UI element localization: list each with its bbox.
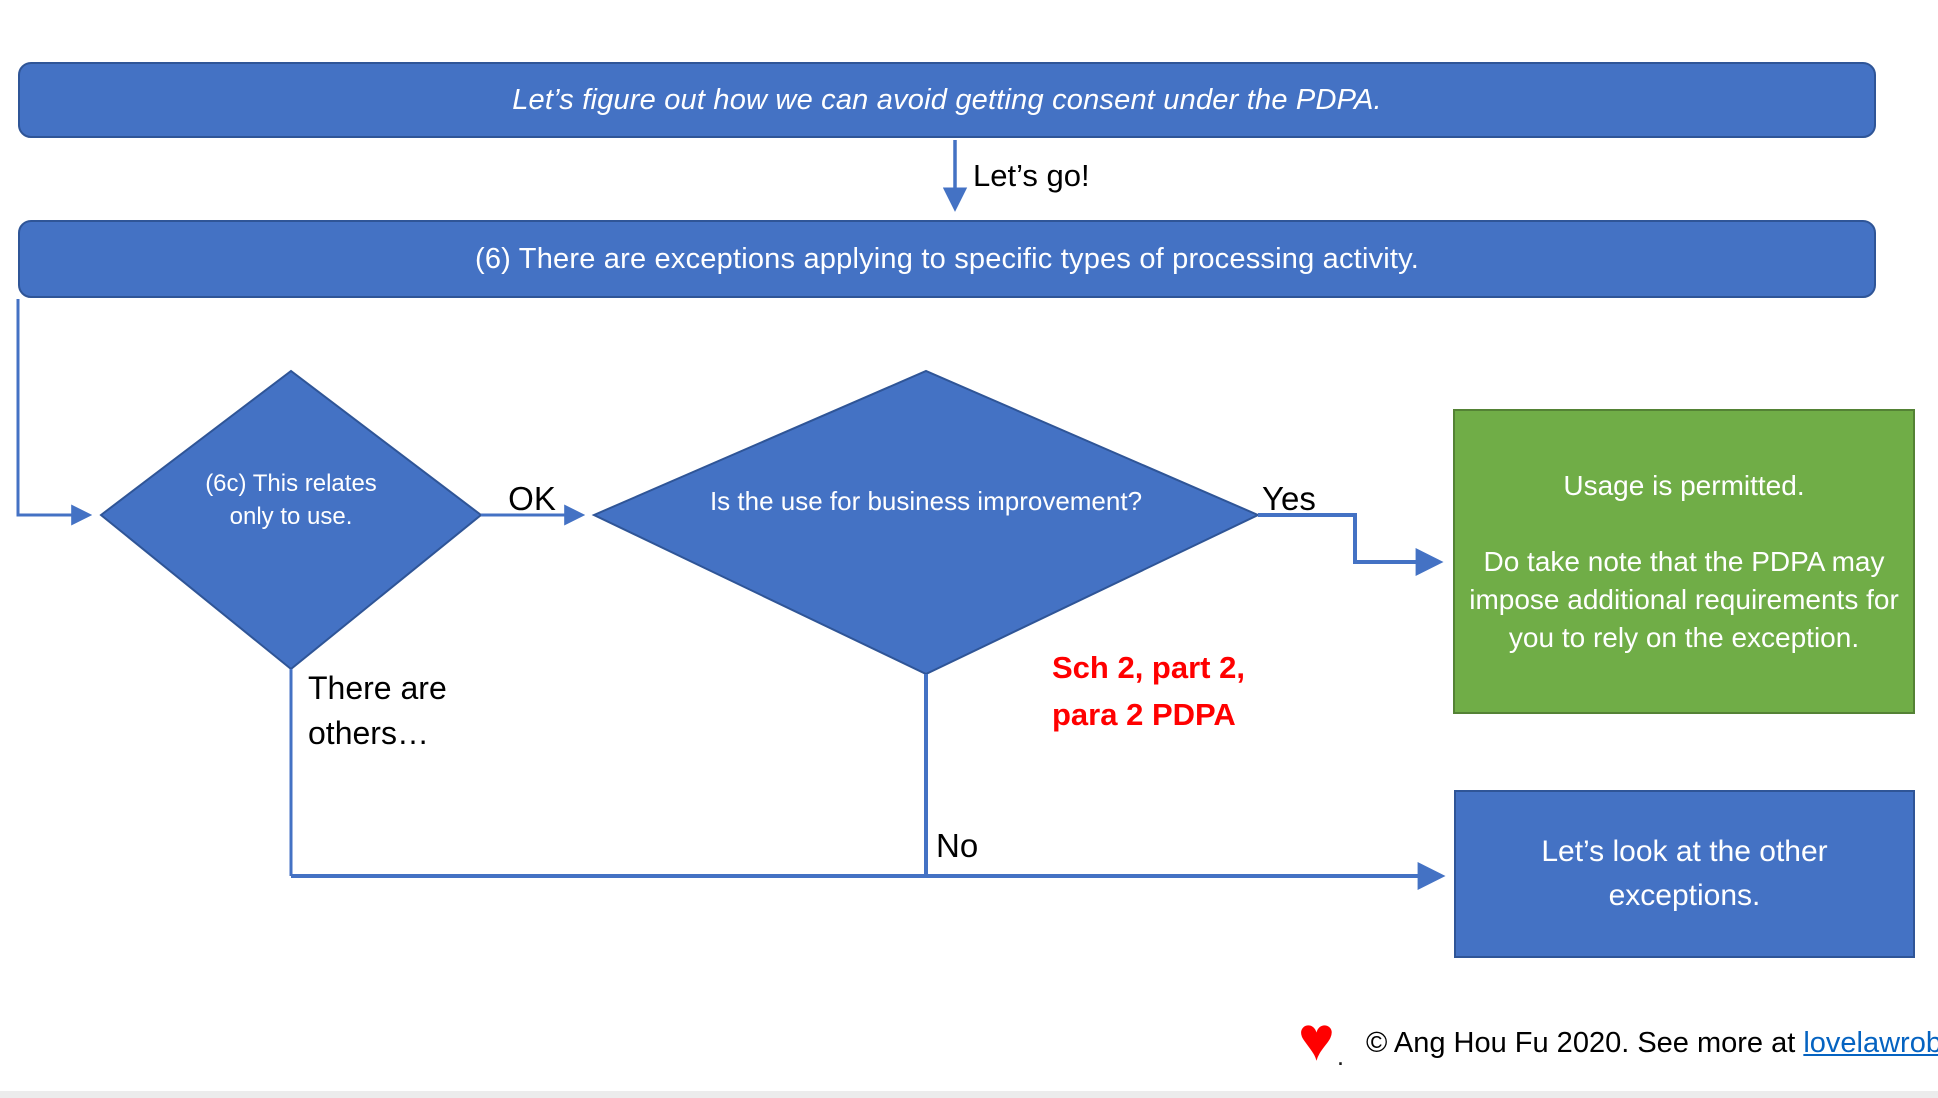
footer-copyright-text: © Ang Hou Fu 2020. See more at — [1366, 1026, 1804, 1059]
outcome-usage-permitted-line2: Do take note that the PDPA may impose ad… — [1469, 545, 1899, 653]
diamond-business-text: Is the use for business improvement? — [709, 486, 1143, 516]
statute-reference: Sch 2, part 2, para 2 PDPA — [1052, 644, 1245, 738]
label-lets-go: Let’s go! — [973, 158, 1090, 193]
outcome-usage-permitted-line1: Usage is permitted. — [1563, 469, 1805, 501]
bottom-edge-strip — [0, 1091, 1938, 1098]
connector-no — [291, 674, 1437, 878]
banner-exceptions: (6) There are exceptions applying to spe… — [18, 220, 1876, 298]
diamond-6c-text: (6c) This relates only to use. — [205, 470, 377, 530]
outcome-other-exceptions-text: Let’s look at the other exceptions. — [1541, 835, 1828, 912]
connector-into-6c — [16, 299, 93, 526]
label-no: No — [936, 827, 979, 864]
heart-period: . — [1336, 1041, 1345, 1071]
statute-reference-line1: Sch 2, part 2, — [1052, 650, 1245, 685]
decision-diamond-business — [591, 369, 1261, 676]
banner-avoid-consent: Let’s figure out how we can avoid gettin… — [18, 62, 1876, 138]
label-there-are-others: There are others… — [308, 670, 447, 751]
outcome-usage-permitted: Usage is permitted. Do take note that th… — [1453, 409, 1915, 714]
statute-reference-line2: para 2 PDPA — [1052, 697, 1236, 732]
heart-icon: ♥ — [1298, 1005, 1335, 1074]
banner-exceptions-text: (6) There are exceptions applying to spe… — [475, 242, 1419, 275]
connector-yes — [1258, 513, 1444, 576]
label-yes: Yes — [1262, 480, 1316, 517]
footer-link[interactable]: lovelawrobots.com — [1803, 1026, 1938, 1059]
footer: ♥ . © Ang Hou Fu 2020. See more at lovel… — [1298, 1008, 1938, 1078]
outcome-other-exceptions: Let’s look at the other exceptions. — [1454, 790, 1915, 958]
banner-avoid-consent-text: Let’s figure out how we can avoid gettin… — [512, 83, 1382, 116]
label-ok: OK — [508, 480, 556, 517]
footer-copyright: © Ang Hou Fu 2020. See more at lovelawro… — [1366, 1027, 1938, 1060]
